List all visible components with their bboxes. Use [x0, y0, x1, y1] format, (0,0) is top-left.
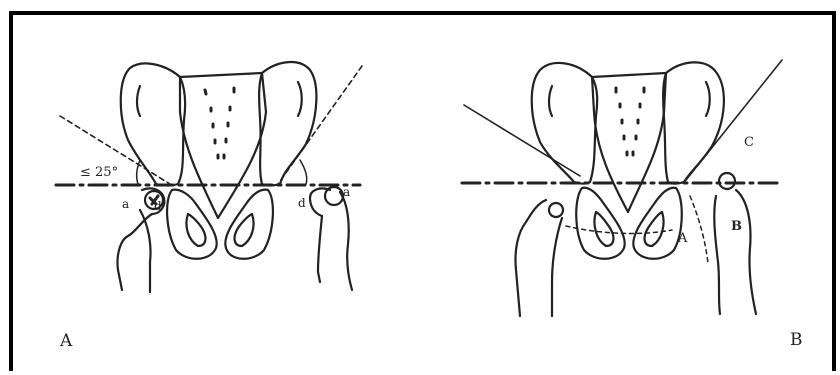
figure-frame: [9, 11, 836, 371]
